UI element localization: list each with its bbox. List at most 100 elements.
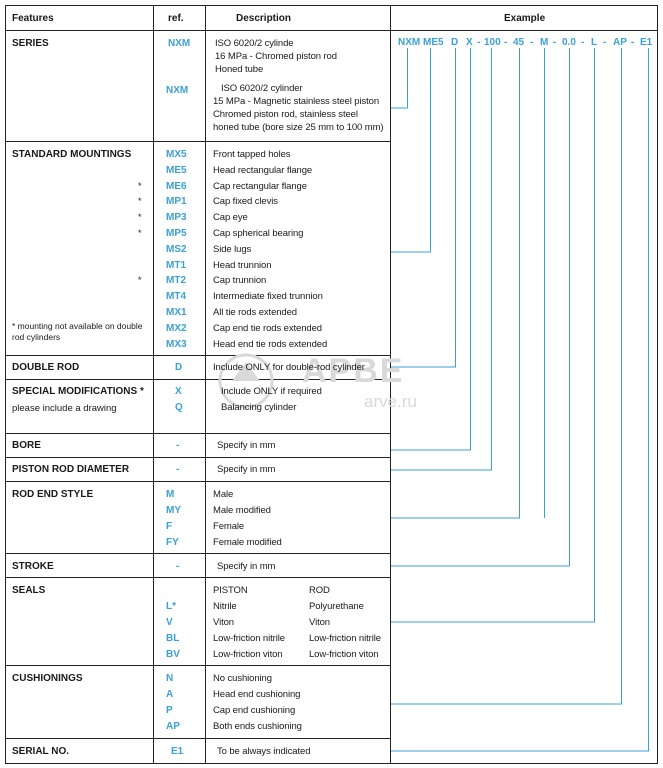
description-line: Front tapped holes bbox=[213, 149, 291, 160]
ref-code: MX5 bbox=[166, 149, 187, 160]
ref-code: N bbox=[166, 673, 174, 684]
description-line: 16 MPa - Chromed piston rod bbox=[215, 51, 337, 62]
example-separator: - bbox=[504, 37, 508, 48]
ref-code: F bbox=[166, 521, 173, 532]
ref-code: V bbox=[166, 617, 173, 628]
ref-code: MP5 bbox=[166, 228, 187, 239]
example-code-mounting: ME5 bbox=[423, 37, 444, 48]
description-line: Cap fixed clevis bbox=[213, 196, 278, 208]
example-separator: - bbox=[581, 37, 585, 48]
feature-piston-rod-diameter: PISTON ROD DIAMETER bbox=[12, 464, 130, 475]
mounting-restriction-marker: * bbox=[138, 196, 142, 207]
description-line: Cap trunnion bbox=[213, 275, 267, 287]
example-code-bore: 100 bbox=[484, 37, 501, 48]
ref-code: X bbox=[175, 386, 182, 397]
description-line: Both ends cushioning bbox=[213, 721, 302, 732]
example-code-series: NXM bbox=[398, 37, 421, 48]
ref-code: MS2 bbox=[166, 243, 187, 255]
ref-code: M bbox=[166, 489, 175, 500]
description-line: Balancing cylinder bbox=[221, 402, 297, 413]
description-line: Cap spherical bearing bbox=[213, 228, 304, 239]
mounting-restriction-marker: * bbox=[138, 228, 142, 238]
description-line: Female bbox=[213, 521, 245, 532]
ref-code: BL bbox=[166, 633, 180, 644]
description-line: Specify in mm bbox=[217, 440, 276, 451]
seals-column-rod: ROD bbox=[309, 585, 330, 596]
description-line: Intermediate fixed trunnion bbox=[213, 291, 323, 303]
description-line: No cushioning bbox=[213, 673, 272, 684]
description-line: Head end tie rods extended bbox=[213, 338, 328, 350]
description-line: Low-friction nitrile bbox=[213, 633, 285, 644]
example-code-stroke: 0.0 bbox=[562, 37, 576, 48]
example-separator: - bbox=[553, 37, 557, 48]
example-code-double-rod: D bbox=[451, 37, 459, 48]
ref-code: D bbox=[175, 362, 183, 373]
description-line: honed tube (bore size 25 mm to 100 mm) bbox=[213, 122, 384, 133]
ref-code: P bbox=[166, 705, 173, 716]
ref-code: AP bbox=[166, 721, 180, 732]
description-line: Cap end cushioning bbox=[213, 705, 296, 716]
ref-code: E1 bbox=[171, 746, 184, 757]
mounting-restriction-marker: * bbox=[138, 180, 142, 191]
seal-rod-value: Polyurethane bbox=[309, 601, 364, 612]
example-code-special: X bbox=[466, 37, 473, 48]
watermark-brand: АРВЕ bbox=[302, 352, 405, 390]
ref-code: ME5 bbox=[166, 164, 187, 176]
ref-code: MX3 bbox=[166, 338, 187, 350]
description-line: Chromed piston rod, stainless steel bbox=[213, 109, 358, 120]
ref-code: MT2 bbox=[166, 275, 186, 287]
description-line: 15 MPa - Magnetic stainless steel piston bbox=[213, 96, 380, 107]
feature-serial-no: SERIAL NO. bbox=[12, 746, 70, 757]
description-line: Side lugs bbox=[213, 243, 252, 255]
mounting-restriction-marker: * bbox=[138, 275, 142, 286]
description-line: Cap end tie rods extended bbox=[213, 322, 322, 334]
description-line: Cap eye bbox=[213, 212, 248, 224]
feature-special-subtitle: please include a drawing bbox=[12, 403, 117, 414]
description-line: Male bbox=[213, 489, 234, 500]
header-features: Features bbox=[12, 13, 54, 24]
seal-rod-value: Low-friction nitrile bbox=[309, 633, 381, 644]
example-separator: - bbox=[631, 37, 635, 48]
ref-code: Q bbox=[175, 402, 183, 413]
example-code-serial: E1 bbox=[640, 37, 653, 48]
description-line: Nitrile bbox=[213, 601, 237, 612]
description-line: Head end cushioning bbox=[213, 689, 301, 700]
watermark-url: arve.ru bbox=[364, 392, 417, 411]
example-separator: - bbox=[530, 37, 534, 48]
feature-special-modifications: SPECIAL MODIFICATIONS * bbox=[12, 386, 144, 397]
mounting-restriction-marker: * bbox=[138, 212, 142, 223]
seal-rod-value: Viton bbox=[309, 617, 330, 628]
description-line: Cap rectangular flange bbox=[213, 180, 307, 192]
description-line: Male modified bbox=[213, 505, 271, 516]
feature-standard-mountings: STANDARD MOUNTINGS bbox=[12, 149, 132, 160]
ref-code: L* bbox=[166, 601, 176, 612]
ref-code: - bbox=[176, 561, 180, 572]
ref-code: MT1 bbox=[166, 259, 186, 271]
ref-code: FY bbox=[166, 537, 179, 548]
description-line: Include ONLY for double-rod cylinder bbox=[213, 362, 365, 373]
ref-code: BV bbox=[166, 649, 180, 660]
ref-code: MP1 bbox=[166, 196, 187, 208]
ref-code: - bbox=[176, 440, 180, 451]
example-code-seals: L bbox=[591, 37, 598, 48]
description-line: Specify in mm bbox=[217, 464, 276, 475]
ref-code: NXM bbox=[168, 38, 191, 49]
ref-code: ME6 bbox=[166, 180, 187, 192]
description-line: Include ONLY if required bbox=[221, 386, 322, 397]
mounting-footnote: * mounting not available on double rod c… bbox=[12, 321, 143, 342]
example-separator: - bbox=[603, 37, 607, 48]
feature-series: SERIES bbox=[12, 38, 49, 49]
description-line: Head trunnion bbox=[213, 259, 272, 271]
ref-code: MP3 bbox=[166, 212, 187, 224]
description-line: To be always indicated bbox=[217, 746, 311, 757]
ref-code: - bbox=[176, 464, 180, 475]
description-line: Specify in mm bbox=[217, 561, 276, 572]
description-line: All tie rods extended bbox=[213, 307, 297, 318]
description-line: ISO 6020/2 cylinder bbox=[221, 83, 303, 94]
feature-seals: SEALS bbox=[12, 585, 46, 596]
seal-rod-value: Low-friction viton bbox=[309, 649, 379, 660]
ref-code: A bbox=[166, 689, 174, 700]
description-line: ISO 6020/2 cylinde bbox=[215, 38, 294, 49]
